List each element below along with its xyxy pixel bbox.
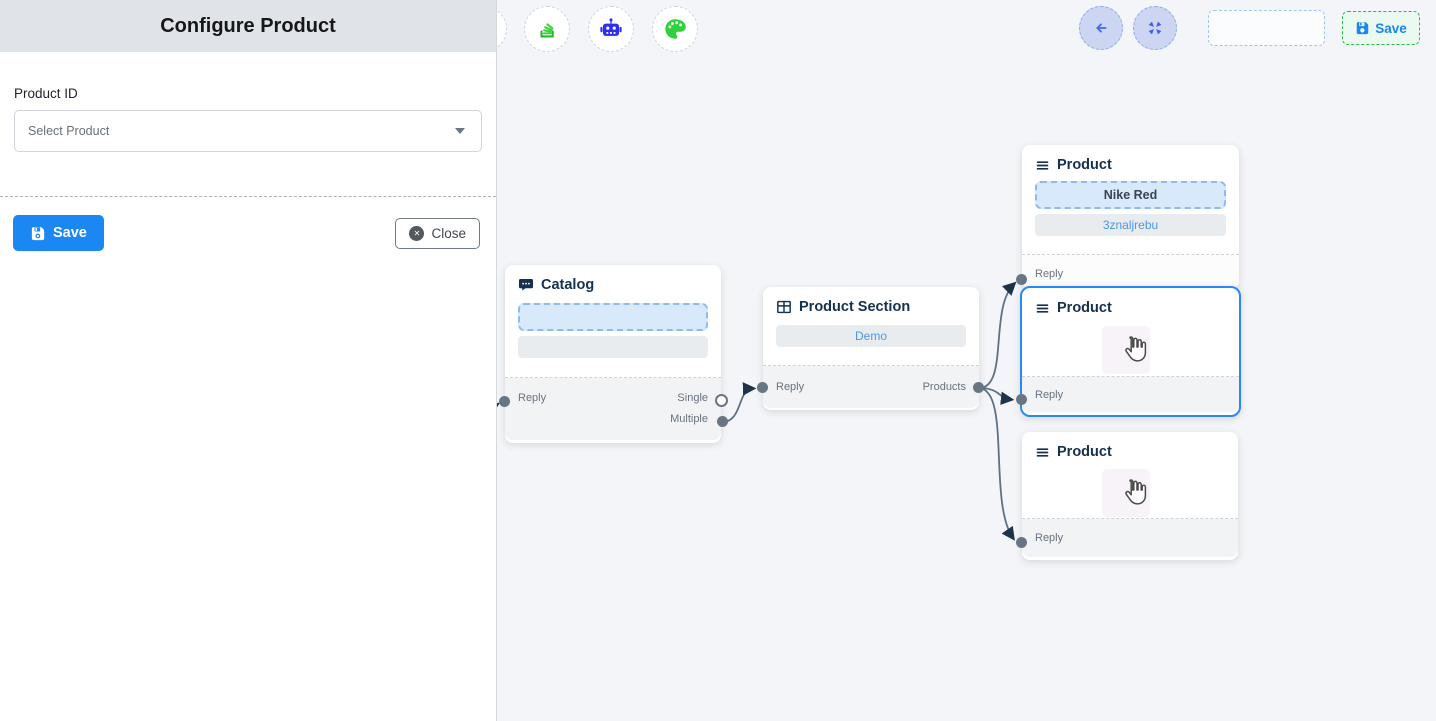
stack-icon — [535, 17, 559, 41]
node-product-section-footer: Reply Products — [763, 366, 979, 408]
empty-dashed-button[interactable] — [1208, 10, 1325, 46]
node-title: Product — [1057, 300, 1112, 316]
flow-canvas[interactable]: Save — [497, 0, 1436, 721]
product-1-reply-handle[interactable] — [1016, 274, 1027, 285]
compress-icon — [1146, 19, 1164, 37]
chevron-down-icon — [455, 128, 465, 134]
node-title: Product — [1057, 157, 1112, 173]
node-product-1-footer: Reply — [1022, 255, 1239, 286]
close-icon: ✕ — [409, 225, 425, 241]
toolbar-bot-button[interactable] — [588, 6, 634, 52]
product-1-name-field[interactable]: Nike Red — [1035, 181, 1226, 209]
save-button[interactable]: Save — [13, 215, 104, 251]
back-button[interactable] — [1079, 6, 1123, 50]
section-demo-button[interactable]: Demo — [776, 325, 966, 347]
node-divider — [505, 377, 721, 378]
reply-handle-label: Reply — [1035, 532, 1064, 544]
robot-icon — [598, 16, 624, 42]
panel-header: Configure Product — [0, 0, 496, 52]
section-reply-handle[interactable] — [757, 382, 768, 393]
toolbar-theme-button[interactable] — [652, 6, 698, 52]
product-id-label: Product ID — [14, 86, 78, 101]
catalog-input-field[interactable] — [518, 303, 708, 331]
close-button-label: Close — [431, 225, 466, 241]
fit-view-button[interactable] — [1133, 6, 1177, 50]
catalog-single-handle[interactable] — [715, 394, 728, 407]
node-product-1-header: Product — [1022, 145, 1239, 183]
node-catalog-header: Catalog — [505, 265, 721, 303]
node-product-3[interactable]: Product Reply — [1022, 432, 1238, 560]
flow-save-button[interactable]: Save — [1342, 11, 1420, 45]
single-handle-label: Single — [677, 391, 708, 404]
panel-divider — [0, 196, 496, 197]
reply-handle-label: Reply — [776, 381, 805, 393]
product-id-select[interactable]: Select Product — [14, 110, 482, 152]
select-value: Select Product — [28, 124, 110, 138]
node-title: Catalog — [541, 277, 595, 293]
menu-icon — [1035, 445, 1050, 460]
grid-icon — [776, 299, 792, 315]
save-icon — [1355, 21, 1369, 35]
palette-icon — [662, 16, 688, 42]
node-divider — [1022, 254, 1239, 255]
catalog-reply-handle[interactable] — [499, 396, 510, 407]
arrow-left-icon — [1091, 18, 1111, 38]
multiple-handle-label: Multiple — [670, 412, 708, 425]
node-divider — [1022, 376, 1239, 377]
node-divider — [763, 365, 979, 366]
catalog-button-field[interactable] — [518, 336, 708, 358]
flow-save-label: Save — [1375, 20, 1407, 36]
edge-products-to-product1 — [978, 281, 1017, 389]
node-product-3-header: Product — [1022, 432, 1238, 470]
edge-products-to-product2 — [978, 387, 1015, 406]
chat-icon — [518, 277, 534, 293]
node-product-3-footer: Reply — [1022, 519, 1238, 557]
save-icon — [30, 226, 45, 241]
configure-product-panel: Configure Product Product ID Select Prod… — [0, 0, 497, 721]
node-divider — [1022, 518, 1238, 519]
catalog-multiple-handle[interactable] — [717, 416, 728, 427]
node-title: Product — [1057, 444, 1112, 460]
reply-handle-label: Reply — [1035, 388, 1064, 401]
products-handle-label: Products — [922, 381, 966, 393]
toolbar-partial-button[interactable] — [497, 6, 507, 52]
page-title: Configure Product — [160, 14, 336, 37]
menu-icon — [1035, 158, 1050, 173]
edge-products-to-product3 — [978, 387, 1015, 541]
close-button[interactable]: ✕ Close — [395, 217, 480, 249]
node-product-section-header: Product Section — [763, 287, 979, 325]
product-1-id-field[interactable]: 3znaljrebu — [1035, 214, 1226, 236]
node-product-2[interactable]: Product Reply — [1020, 286, 1241, 417]
node-catalog-footer: Reply Single Multiple — [505, 378, 721, 440]
node-product-2-footer: Reply — [1022, 377, 1239, 412]
node-product-2-header: Product — [1022, 288, 1239, 326]
product-2-reply-handle[interactable] — [1016, 394, 1027, 405]
node-product-1[interactable]: Product Nike Red 3znaljrebu Reply — [1022, 145, 1239, 289]
menu-icon — [1035, 301, 1050, 316]
toolbar-stack-button[interactable] — [524, 6, 570, 52]
node-catalog[interactable]: Catalog Reply Single Multiple — [505, 265, 721, 443]
reply-handle-label: Reply — [1035, 267, 1064, 280]
node-title: Product Section — [799, 299, 911, 315]
product-3-reply-handle[interactable] — [1016, 537, 1027, 548]
save-button-label: Save — [53, 225, 87, 241]
section-products-handle[interactable] — [973, 382, 984, 393]
panel-actions: Save ✕ Close — [0, 197, 496, 251]
reply-handle-label: Reply — [518, 391, 547, 404]
node-product-section[interactable]: Product Section Demo Reply Products — [763, 287, 979, 410]
